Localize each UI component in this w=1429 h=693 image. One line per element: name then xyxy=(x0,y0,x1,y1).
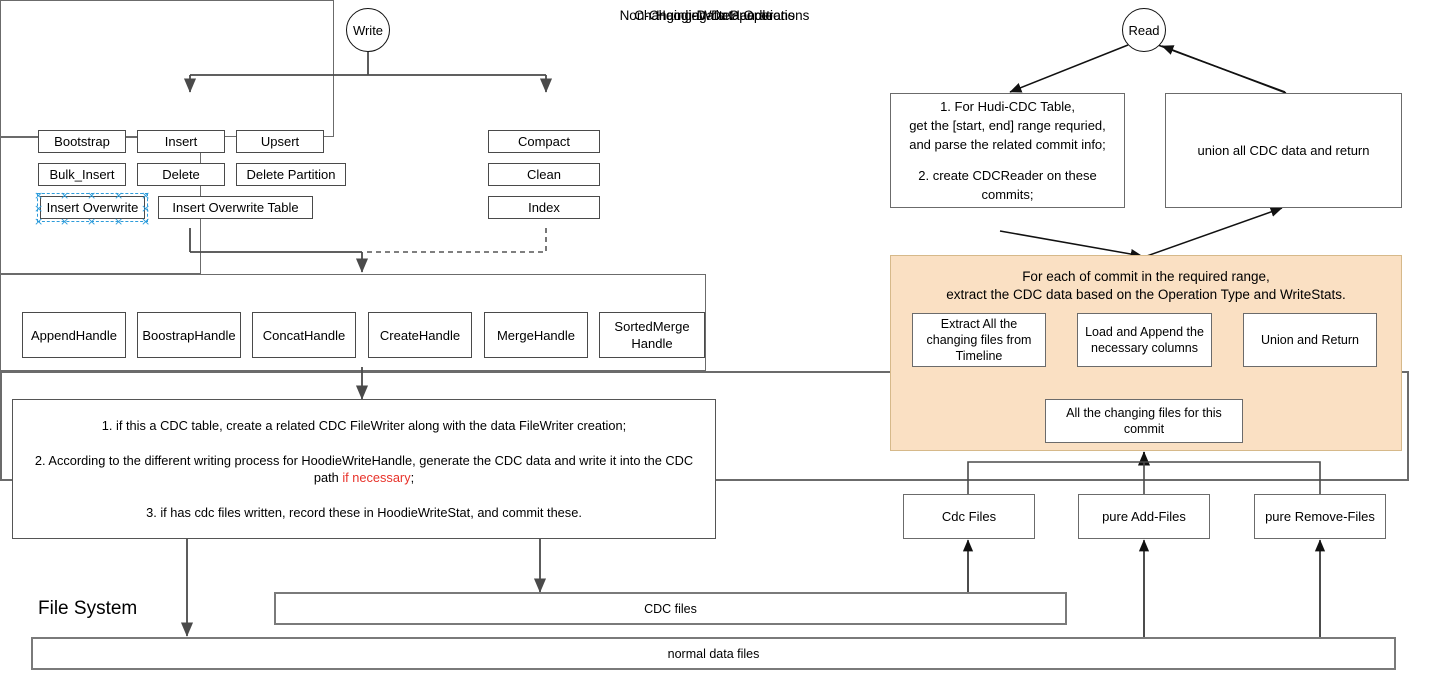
extract-changing-files-box[interactable]: Extract All the changing files from Time… xyxy=(912,313,1046,367)
write-step-1: 1. if this a CDC table, create a related… xyxy=(101,418,627,433)
handle-create[interactable]: CreateHandle xyxy=(368,312,472,358)
resize-handle-w-icon[interactable]: × xyxy=(34,202,44,215)
read-prepare-line1: 1. For Hudi-CDC Table, xyxy=(940,99,1075,114)
source-pure-remove-files-box[interactable]: pure Remove-Files xyxy=(1254,494,1386,539)
op-clean[interactable]: Clean xyxy=(488,163,600,186)
read-prepare-line3: and parse the related commit info; xyxy=(909,137,1106,152)
handle-merge[interactable]: MergeHandle xyxy=(484,312,588,358)
op-compact[interactable]: Compact xyxy=(488,130,600,153)
union-and-return-label: Union and Return xyxy=(1261,333,1359,347)
write-step-2-emphasis: if necessary xyxy=(342,470,411,485)
source-pure-add-files-box[interactable]: pure Add-Files xyxy=(1078,494,1210,539)
handle-append[interactable]: AppendHandle xyxy=(22,312,126,358)
op-delete-partition[interactable]: Delete Partition xyxy=(236,163,346,186)
panel-title-line2: extract the CDC data based on the Operat… xyxy=(946,287,1346,302)
read-start-node: Read xyxy=(1122,8,1166,52)
resize-handle-n3-icon[interactable]: × xyxy=(114,189,124,202)
op-insert-overwrite-table[interactable]: Insert Overwrite Table xyxy=(158,196,313,219)
op-upsert[interactable]: Upsert xyxy=(236,130,324,153)
union-all-cdc-data-label: union all CDC data and return xyxy=(1197,143,1370,158)
resize-handle-s2-icon[interactable]: × xyxy=(60,215,70,228)
resize-handle-se-icon[interactable]: × xyxy=(141,215,151,228)
write-start-label: Write xyxy=(352,22,384,38)
extract-line3: Timeline xyxy=(955,349,1003,363)
read-prepare-line4: 2. create CDCReader on these xyxy=(918,168,1097,183)
panel-title-line1: For each of commit in the required range… xyxy=(1022,269,1270,284)
all-changing-line2: commit xyxy=(1123,422,1165,436)
write-step-2: 2. According to the different writing pr… xyxy=(27,452,701,486)
normal-data-files-bar[interactable]: normal data files xyxy=(31,637,1396,670)
resize-handle-sw-icon[interactable]: × xyxy=(34,215,44,228)
read-start-label: Read xyxy=(1128,22,1160,38)
handle-boostrap[interactable]: BoostrapHandle xyxy=(137,312,241,358)
handle-sorted-merge-line2: Handle xyxy=(631,336,673,351)
handle-concat[interactable]: ConcatHandle xyxy=(252,312,356,358)
write-step-3: 3. if has cdc files written, record thes… xyxy=(146,505,582,520)
file-system-label: File System xyxy=(38,598,138,619)
resize-handle-n2-icon[interactable]: × xyxy=(60,189,70,202)
extract-line1: Extract All the xyxy=(940,317,1018,331)
op-bulk-insert[interactable]: Bulk_Insert xyxy=(38,163,126,186)
cdc-extraction-panel-title: For each of commit in the required range… xyxy=(891,268,1401,304)
extract-line2: changing files from xyxy=(926,333,1032,347)
write-step-2-tail: ; xyxy=(410,470,415,485)
write-step-2-text: 2. According to the different writing pr… xyxy=(34,453,694,485)
read-prepare-line5: commits; xyxy=(981,187,1034,202)
resize-handle-n-icon[interactable]: × xyxy=(87,189,97,202)
hoodie-write-handle-title: HoodieWriteHandle xyxy=(656,8,773,23)
load-line2: necessary columns xyxy=(1091,341,1198,355)
all-changing-files-box[interactable]: All the changing files for this commit xyxy=(1045,399,1243,443)
op-bootstrap[interactable]: Bootstrap xyxy=(38,130,126,153)
resize-handle-nw-icon[interactable]: × xyxy=(34,189,44,202)
load-line1: Load and Append the xyxy=(1085,325,1204,339)
changing-data-operations-group: Changing-Data Operations xyxy=(0,0,795,137)
changing-data-operations-title: Changing-Data Operations xyxy=(634,8,795,23)
resize-handle-s-icon[interactable]: × xyxy=(87,215,97,228)
read-prepare-box: 1. For Hudi-CDC Table, get the [start, e… xyxy=(890,93,1125,208)
op-index[interactable]: Index xyxy=(488,196,600,219)
resize-handle-e-icon[interactable]: × xyxy=(141,202,151,215)
handle-sorted-merge-line1: SortedMerge xyxy=(614,319,690,334)
op-delete[interactable]: Delete xyxy=(137,163,225,186)
all-changing-line1: All the changing files for this xyxy=(1066,406,1222,420)
write-start-node: Write xyxy=(346,8,390,52)
handle-sorted-merge[interactable]: SortedMerge Handle xyxy=(599,312,705,358)
cdc-write-steps-block: 1. if this a CDC table, create a related… xyxy=(12,399,716,539)
load-append-columns-box[interactable]: Load and Append the necessary columns xyxy=(1077,313,1212,367)
union-and-return-box[interactable]: Union and Return xyxy=(1243,313,1377,367)
read-prepare-line2: get the [start, end] range requried, xyxy=(909,118,1106,133)
op-insert-overwrite[interactable]: Insert Overwrite xyxy=(40,196,145,219)
union-all-cdc-data-box: union all CDC data and return xyxy=(1165,93,1402,208)
op-insert[interactable]: Insert xyxy=(137,130,225,153)
resize-handle-ne-icon[interactable]: × xyxy=(141,189,151,202)
non-changing-data-operations-title: Non-Changing-Data Operations xyxy=(619,8,810,23)
cdc-files-bar[interactable]: CDC files xyxy=(274,592,1067,625)
source-cdc-files-box[interactable]: Cdc Files xyxy=(903,494,1035,539)
resize-handle-s3-icon[interactable]: × xyxy=(114,215,124,228)
